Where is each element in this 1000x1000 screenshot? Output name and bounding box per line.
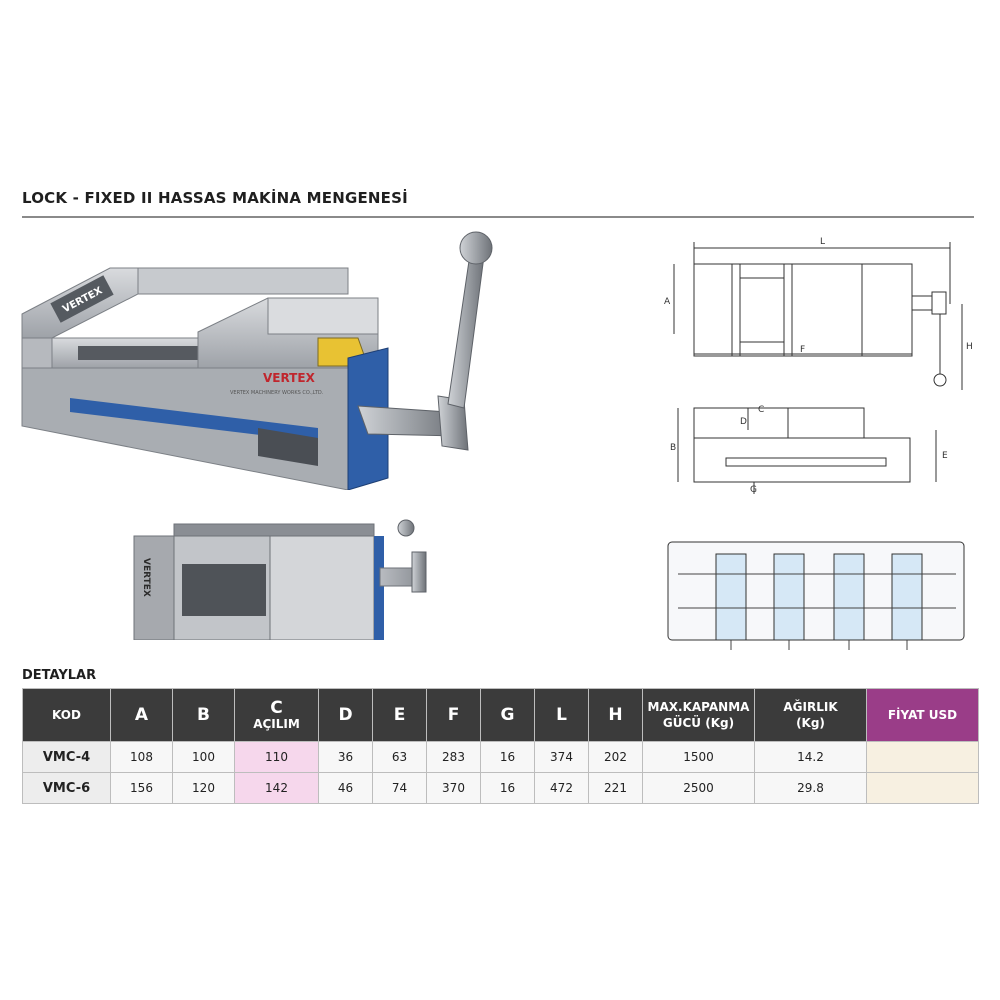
cell-e: 63 bbox=[372, 741, 427, 773]
col-header-c-sub: AÇILIM bbox=[253, 717, 300, 731]
front-view-brand-logo: VERTEX bbox=[141, 558, 151, 597]
col-header-a: A bbox=[110, 688, 173, 742]
cell-h: 202 bbox=[588, 741, 643, 773]
cell-code: VMC-6 bbox=[22, 772, 111, 804]
table-row: VMC-6 156 120 142 46 74 370 16 472 221 2… bbox=[22, 772, 979, 804]
col-header-c: C AÇILIM bbox=[234, 688, 319, 742]
table-header-row: KOD A B C AÇILIM D E F G L H MAX.KAPANMA… bbox=[22, 688, 979, 742]
front-view-photo: VERTEX bbox=[133, 519, 427, 640]
top-view-drawing: L A F H bbox=[664, 237, 973, 390]
cell-price bbox=[866, 741, 979, 773]
dim-label-L: L bbox=[820, 237, 825, 247]
cell-d: 46 bbox=[318, 772, 373, 804]
cell-l: 472 bbox=[534, 772, 589, 804]
title-divider bbox=[22, 216, 974, 218]
cell-f: 283 bbox=[426, 741, 481, 773]
col-header-l: L bbox=[534, 688, 589, 742]
cell-code: VMC-4 bbox=[22, 741, 111, 773]
col-header-weight-line1: AĞIRLIK bbox=[783, 700, 838, 714]
cell-force: 1500 bbox=[642, 741, 755, 773]
dim-label-F: F bbox=[800, 345, 805, 355]
col-header-code: KOD bbox=[22, 688, 111, 742]
cell-h: 221 bbox=[588, 772, 643, 804]
col-header-force-line1: MAX.KAPANMA bbox=[647, 700, 750, 714]
cell-b: 100 bbox=[172, 741, 235, 773]
side-view-drawing: C D B E G bbox=[670, 405, 948, 495]
dim-label-E: E bbox=[942, 451, 948, 461]
cell-a: 108 bbox=[110, 741, 173, 773]
cell-e: 74 bbox=[372, 772, 427, 804]
carriage-brand-logo: VERTEX bbox=[263, 371, 316, 385]
cell-b: 120 bbox=[172, 772, 235, 804]
cell-a: 156 bbox=[110, 772, 173, 804]
cell-l: 374 bbox=[534, 741, 589, 773]
col-header-g: G bbox=[480, 688, 535, 742]
multi-vise-arrangement bbox=[667, 541, 965, 650]
dim-label-D: D bbox=[740, 417, 747, 427]
carriage-brand-subtext: VERTEX MACHINERY WORKS CO.,LTD. bbox=[230, 390, 324, 396]
cell-force: 2500 bbox=[642, 772, 755, 804]
table-row: VMC-4 108 100 110 36 63 283 16 374 202 1… bbox=[22, 741, 979, 773]
dim-label-G: G bbox=[750, 485, 757, 495]
dim-label-A: A bbox=[664, 297, 671, 307]
page-title: LOCK - FIXED II HASSAS MAKİNA MENGENESİ bbox=[22, 189, 408, 207]
col-header-force-line2: GÜCÜ (Kg) bbox=[662, 716, 735, 730]
col-header-weight-line2: (Kg) bbox=[796, 716, 825, 730]
specs-table: KOD A B C AÇILIM D E F G L H MAX.KAPANMA… bbox=[22, 688, 979, 804]
col-header-f: F bbox=[426, 688, 481, 742]
cell-g: 16 bbox=[480, 772, 535, 804]
col-header-c-letter: C bbox=[270, 698, 283, 718]
cell-weight: 14.2 bbox=[754, 741, 867, 773]
dim-label-B: B bbox=[670, 443, 676, 453]
col-header-d: D bbox=[318, 688, 373, 742]
cell-weight: 29.8 bbox=[754, 772, 867, 804]
details-section-label: DETAYLAR bbox=[22, 668, 97, 683]
col-header-b: B bbox=[172, 688, 235, 742]
dim-label-C: C bbox=[758, 405, 764, 415]
main-vise-photo: VERTEX VERTEX VERTEX MACHINERY WORKS CO.… bbox=[21, 231, 493, 490]
col-header-e: E bbox=[372, 688, 427, 742]
cell-c: 142 bbox=[234, 772, 319, 804]
cell-d: 36 bbox=[318, 741, 373, 773]
col-header-force: MAX.KAPANMA GÜCÜ (Kg) bbox=[642, 688, 755, 742]
cell-f: 370 bbox=[426, 772, 481, 804]
cell-price bbox=[866, 772, 979, 804]
col-header-weight: AĞIRLIK (Kg) bbox=[754, 688, 867, 742]
col-header-h: H bbox=[588, 688, 643, 742]
dim-label-H: H bbox=[966, 342, 973, 352]
cell-g: 16 bbox=[480, 741, 535, 773]
col-header-price: FİYAT USD bbox=[866, 688, 979, 742]
cell-c: 110 bbox=[234, 741, 319, 773]
